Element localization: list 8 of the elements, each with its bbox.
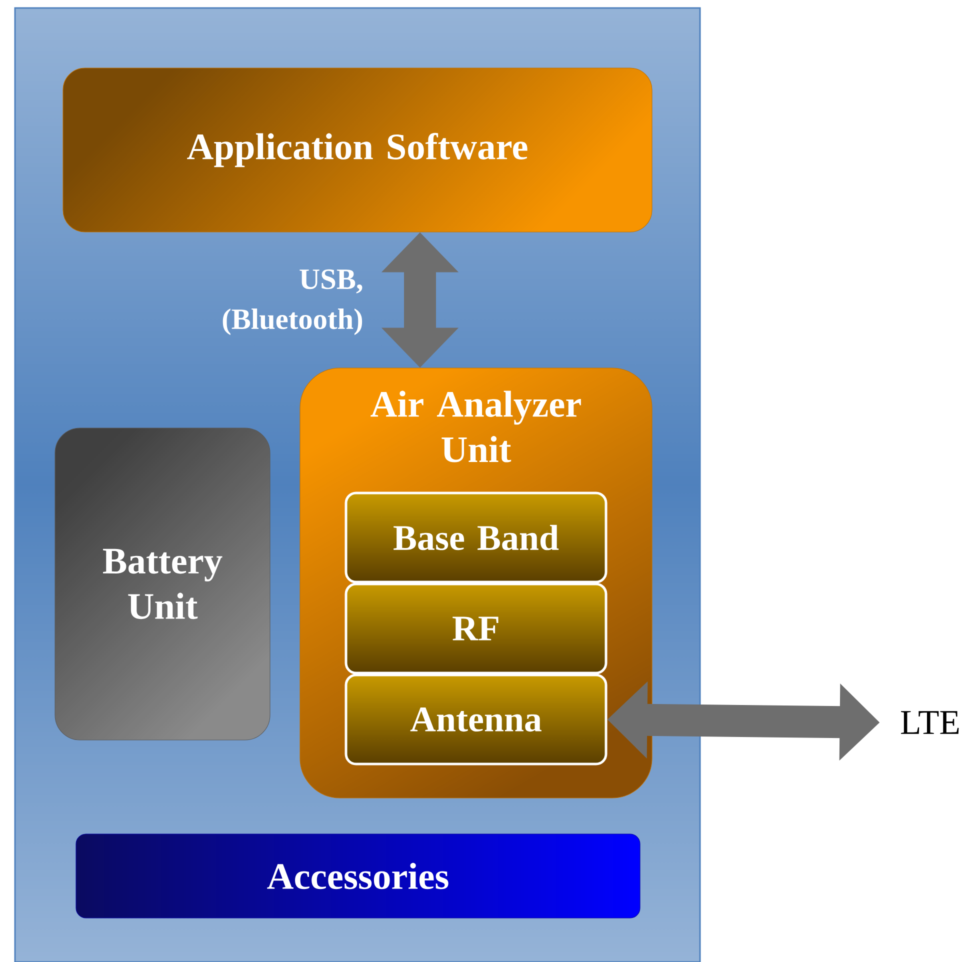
- battery-box: Battery Unit: [54, 428, 270, 740]
- software-box: Application Software: [62, 68, 652, 232]
- module-box: RF: [344, 582, 608, 674]
- module-box: Antenna: [344, 674, 608, 766]
- edge-label: USB, (Bluetooth): [222, 269, 362, 336]
- accessories-bar: Accessories: [76, 834, 640, 918]
- lte-label: LTE: [901, 711, 959, 734]
- module-box: Base Band: [344, 492, 608, 584]
